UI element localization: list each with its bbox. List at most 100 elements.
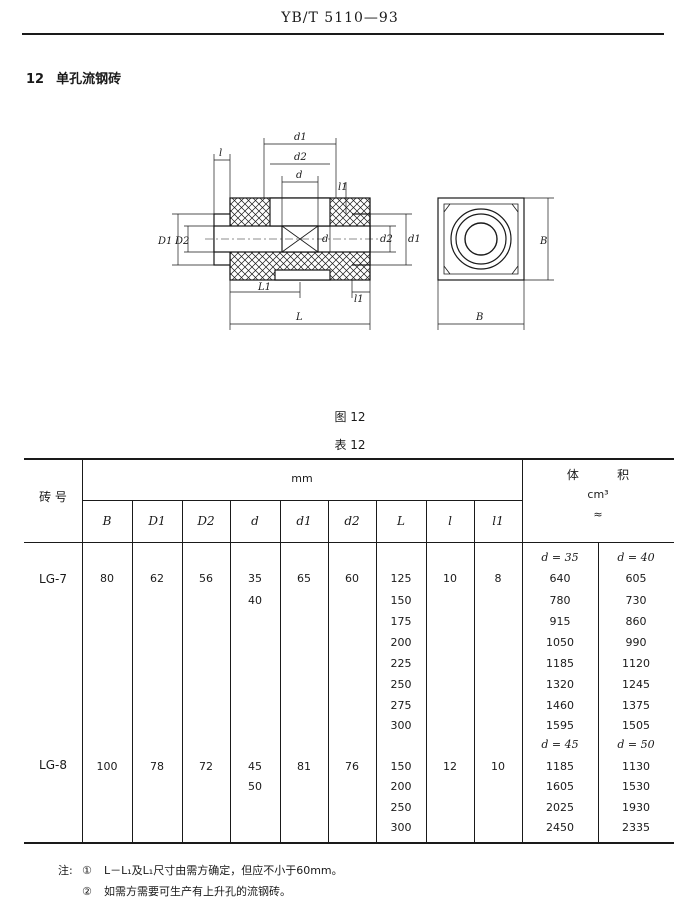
label-l1-top: l1: [338, 182, 348, 193]
table-col-rule: [182, 500, 183, 842]
col-header-l: l: [448, 514, 452, 528]
cell-vol-a: 1605: [546, 780, 574, 793]
cell-vol-b: 730: [625, 594, 647, 607]
cell-vol-a: 640: [549, 572, 571, 585]
cell-vol-b: 1930: [622, 801, 650, 814]
table-rule-top: [24, 458, 674, 460]
vol-header-a: d = 35: [541, 551, 579, 564]
note-text: L－L₁及L₁尺寸由需方确定，但应不小于60mm。: [104, 864, 343, 877]
row-name-lg8: LG-8: [39, 758, 67, 772]
table-col-rule: [132, 500, 133, 842]
cell-L: 125: [390, 572, 412, 585]
vol-header-b: d = 50: [617, 738, 655, 751]
label-d1: d1: [294, 132, 307, 143]
cell-l: 10: [443, 572, 457, 585]
table-col-rule: [474, 500, 475, 842]
dimension-table: 砖 号 mm 体 积 cm³ ≈ B D1 D2 d d1 d2 L l l1 …: [24, 458, 674, 844]
cell-B: 80: [100, 572, 114, 585]
cell-L: 300: [390, 719, 412, 732]
label-l1-bottom: l1: [354, 294, 364, 305]
table-col-rule: [230, 500, 231, 842]
note-item: ② 如需方需要可生产有上升孔的流钢砖。: [58, 881, 343, 902]
note-text: 如需方需要可生产有上升孔的流钢砖。: [104, 885, 291, 898]
cell-vol-b: 2335: [622, 821, 650, 834]
cell-L: 250: [390, 801, 412, 814]
label-L1: L1: [257, 282, 271, 293]
table-col-rule: [280, 500, 281, 842]
section-dimensions: [172, 138, 412, 330]
label-B-side: B: [539, 236, 547, 247]
table-rule-bottom: [24, 842, 674, 844]
cell-D1: 62: [150, 572, 164, 585]
cell-vol-a: 1460: [546, 699, 574, 712]
label-D1: D1: [157, 236, 172, 247]
table-rule-mm: [82, 500, 522, 501]
table-col-rule: [376, 500, 377, 842]
end-view: [437, 197, 525, 281]
label-d-bore: d: [322, 234, 328, 245]
table-col-rule: [522, 458, 523, 842]
cell-vol-a: 2025: [546, 801, 574, 814]
cell-d: 35: [248, 572, 262, 585]
vol-header-a: d = 45: [541, 738, 579, 751]
cell-vol-a: 1595: [546, 719, 574, 732]
table-caption: 表 12: [334, 438, 366, 452]
cell-vol-b: 990: [625, 636, 647, 649]
cell-L: 175: [390, 615, 412, 628]
section-title-text: 单孔流钢砖: [56, 72, 122, 87]
table-rule-header-bottom: [24, 542, 674, 543]
cell-L: 300: [390, 821, 412, 834]
cell-L: 275: [390, 699, 412, 712]
col-header-B: B: [102, 514, 112, 528]
cell-L: 200: [390, 780, 412, 793]
cell-d2: 60: [345, 572, 359, 585]
end-view-dimensions: [437, 197, 554, 330]
cell-vol-a: 1185: [546, 657, 574, 670]
cell-B: 100: [96, 760, 118, 773]
note-mark: ①: [82, 864, 92, 877]
header-volume-title: 体 积: [566, 468, 630, 482]
cell-vol-b: 1120: [622, 657, 650, 670]
cell-l1: 10: [491, 760, 505, 773]
cell-D1: 78: [150, 760, 164, 773]
header-volume-unit: cm³: [587, 488, 609, 501]
section-title: 12 单孔流钢砖: [26, 68, 121, 87]
cell-vol-b: 1375: [622, 699, 650, 712]
cell-d2: 76: [345, 760, 359, 773]
cell-l: 12: [443, 760, 457, 773]
section-number: 12: [26, 72, 45, 87]
cell-d1: 65: [297, 572, 311, 585]
cell-vol-b: 605: [625, 572, 647, 585]
col-header-D2: D2: [197, 514, 215, 528]
cell-L: 200: [390, 636, 412, 649]
cell-vol-a: 780: [549, 594, 571, 607]
figure-caption: 图 12: [334, 410, 366, 424]
cell-L: 150: [390, 760, 412, 773]
cell-D2: 56: [199, 572, 213, 585]
label-l: l: [219, 148, 222, 159]
cell-vol-a: 915: [549, 615, 571, 628]
cell-L: 250: [390, 678, 412, 691]
cell-vol-b: 1245: [622, 678, 650, 691]
col-header-d2: d2: [344, 514, 360, 528]
header-row-name: 砖 号: [39, 490, 67, 504]
header-volume-approx: ≈: [593, 508, 603, 521]
label-d2-right: d2: [380, 234, 393, 245]
standard-code: YB/T 5110—93: [281, 10, 399, 26]
cell-vol-a: 1320: [546, 678, 574, 691]
label-B-bottom: B: [475, 312, 483, 323]
cell-vol-b: 1505: [622, 719, 650, 732]
table-col-rule: [328, 500, 329, 842]
cell-vol-a: 2450: [546, 821, 574, 834]
header-rule: [22, 33, 664, 35]
col-header-l1: l1: [492, 514, 504, 528]
section-view: [205, 197, 380, 281]
technical-drawing: d1 d2 d l l1 D1 D2 d d2 d1 L1 l1 L B B: [157, 132, 554, 330]
vol-header-b: d = 40: [617, 551, 655, 564]
col-header-d: d: [251, 514, 259, 528]
table-col-rule: [426, 500, 427, 842]
cell-d: 50: [248, 780, 262, 793]
note-mark: ②: [82, 885, 92, 898]
